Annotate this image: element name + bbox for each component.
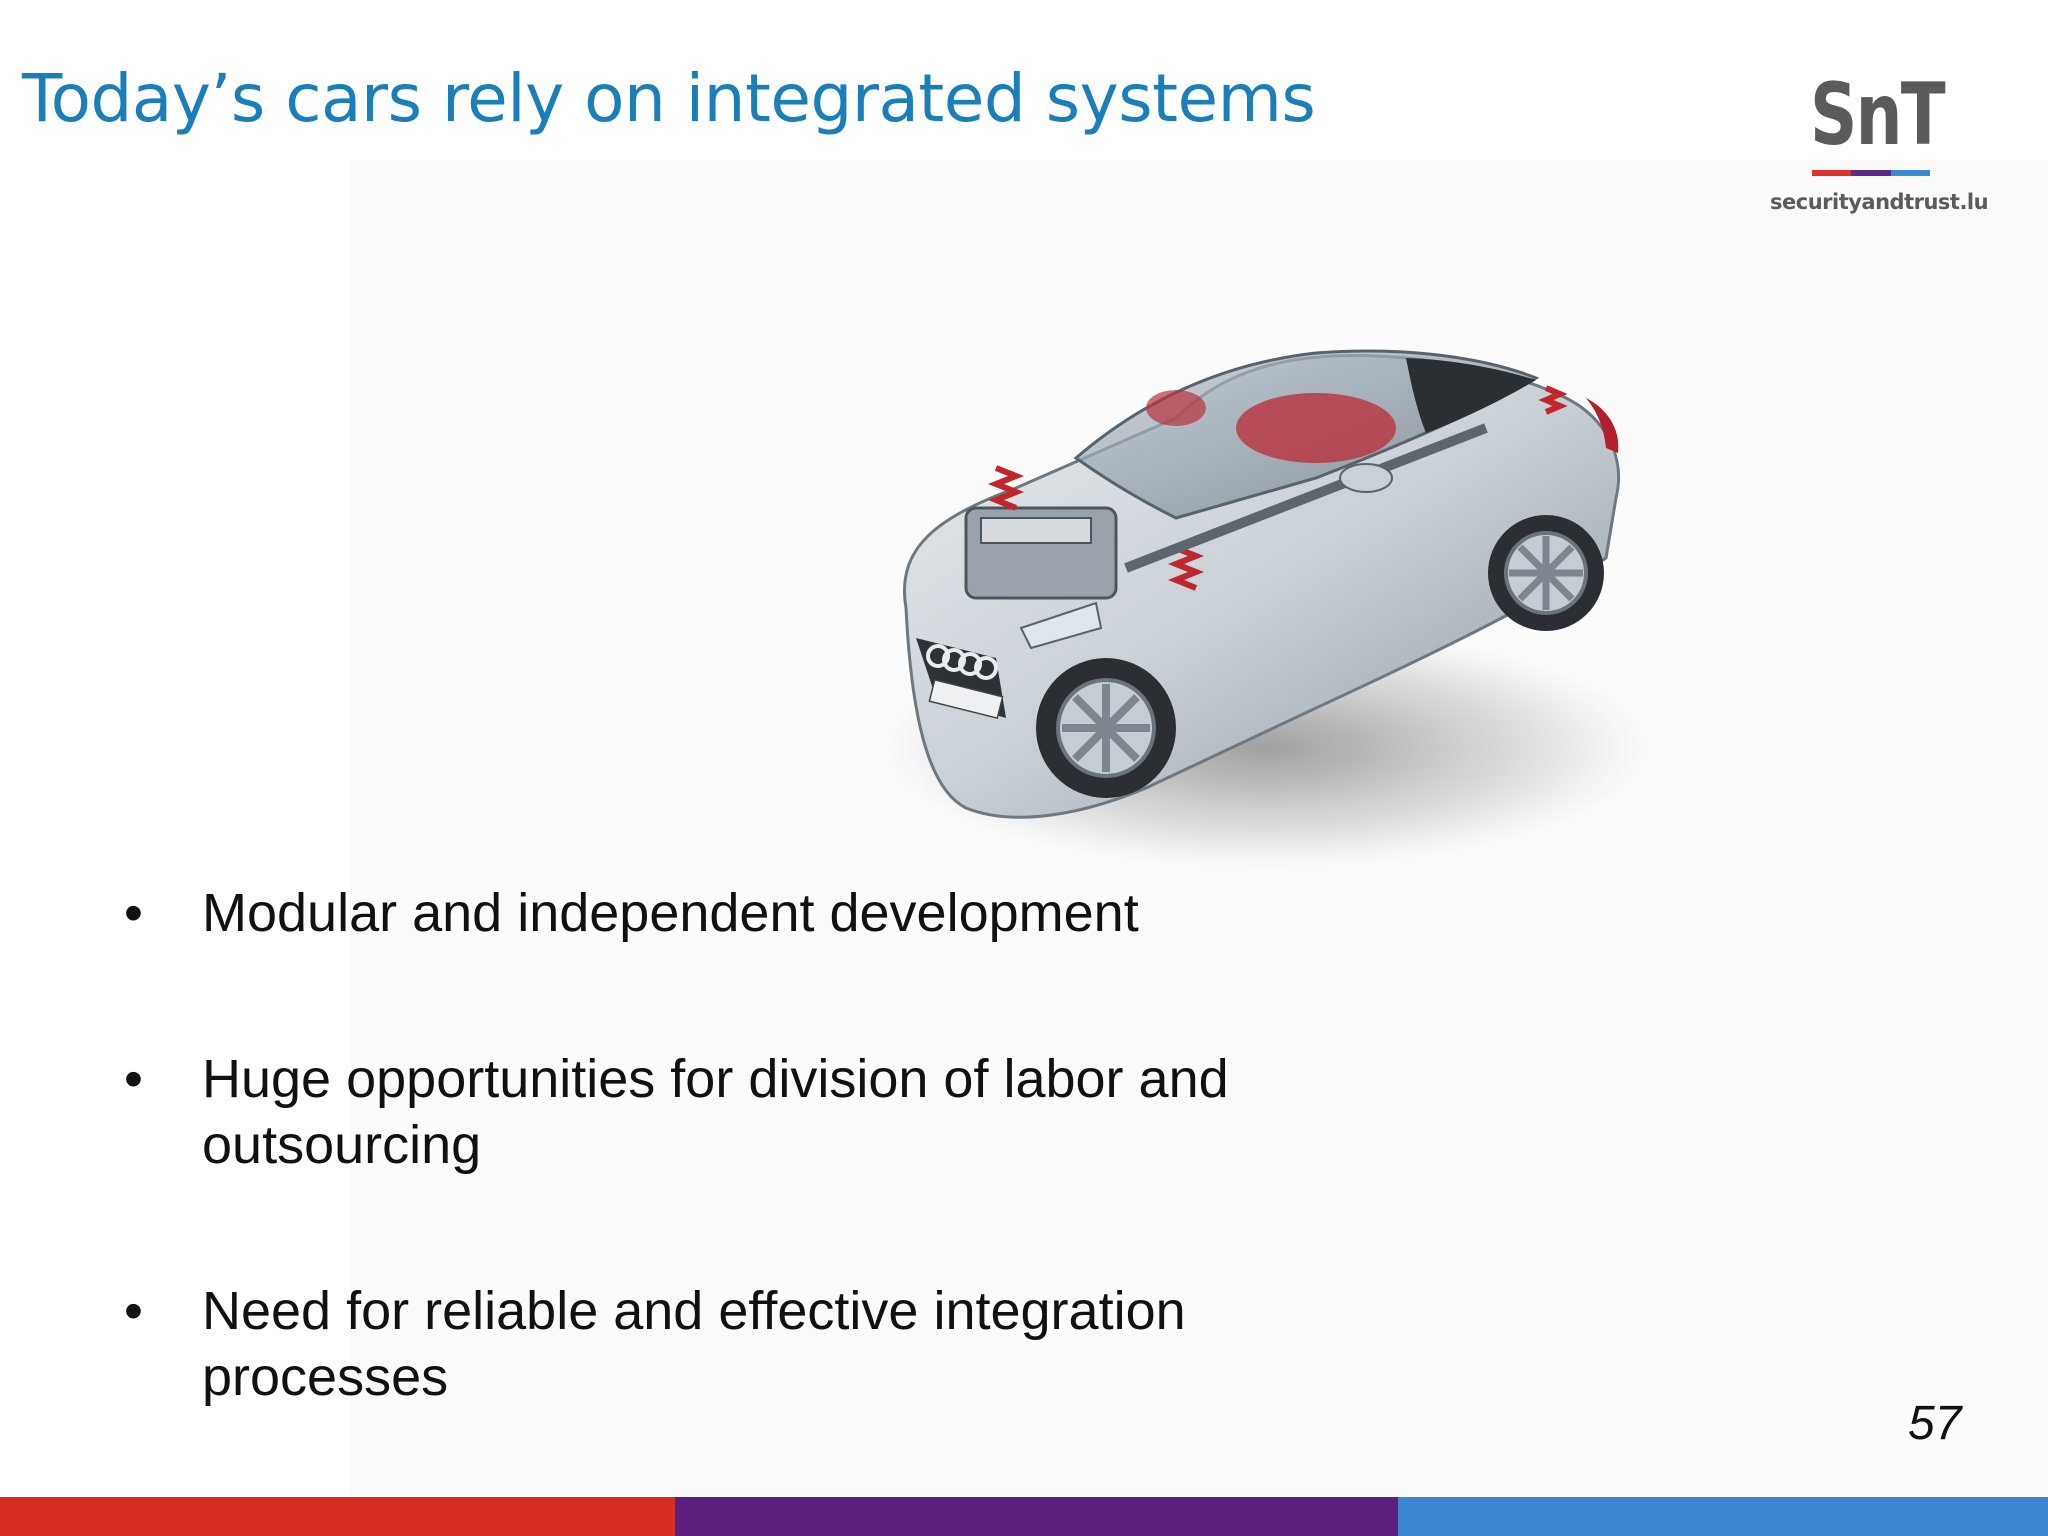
bullet-item: Huge opportunities for division of labor… xyxy=(120,1046,1420,1178)
license-plate xyxy=(928,678,1004,720)
engine-cover xyxy=(980,517,1092,544)
headlight xyxy=(1019,601,1103,650)
bullet-item: Modular and independent development xyxy=(120,880,1420,946)
front-wheel xyxy=(1036,658,1176,798)
logo-color-line xyxy=(1812,170,1930,176)
tail-light xyxy=(1586,398,1619,453)
logo-line-purple xyxy=(1851,170,1891,176)
logo-mark: SnT xyxy=(1810,65,1946,165)
footer-red-segment xyxy=(0,1497,675,1536)
bullet-item: Need for reliable and effective integrat… xyxy=(120,1278,1420,1410)
interior-seat-front xyxy=(1146,390,1206,426)
logo-line-blue xyxy=(1890,170,1930,176)
bullet-list: Modular and independent development Huge… xyxy=(120,880,1420,1410)
footer-blue-segment xyxy=(1398,1497,2048,1536)
side-mirror xyxy=(1339,463,1393,493)
audi-rings xyxy=(926,644,998,680)
slide-title: Today’s cars rely on integrated systems xyxy=(22,60,1316,137)
rear-wheel xyxy=(1488,515,1604,631)
car-cutaway-image xyxy=(846,268,1662,878)
drive-shaft xyxy=(1124,423,1488,573)
car-illustration xyxy=(886,349,1646,868)
footer-color-bar xyxy=(0,1497,2048,1536)
red-springs xyxy=(987,385,1568,591)
logo-line-red xyxy=(1812,170,1852,176)
rear-window xyxy=(1406,358,1536,433)
page-number: 57 xyxy=(1908,1397,1962,1450)
logo-text: securityandtrust.lu xyxy=(1770,190,1989,214)
snt-logo: SnT securityandtrust.lu xyxy=(1770,65,1989,222)
interior-seats xyxy=(1236,393,1396,463)
footer-purple-segment xyxy=(675,1497,1398,1536)
